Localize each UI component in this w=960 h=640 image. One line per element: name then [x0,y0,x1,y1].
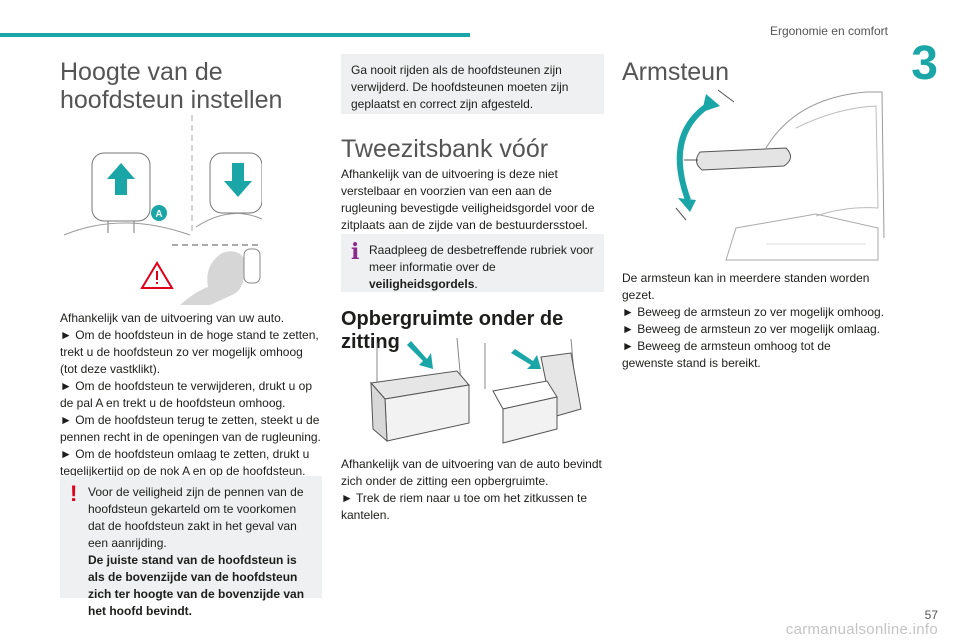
range-marker-bottom [675,207,687,221]
watermark: carmanualsonline.info [785,621,938,638]
up-arrow-icon [107,163,135,195]
seat-back-outline [765,91,885,239]
headrest-step-1: ► Om de hoofdsteun in de hoge stand te z… [60,328,319,376]
header-accent-bar [0,33,470,37]
headrest-step-2: ► Om de hoofdsteun te verwijderen, drukt… [60,379,313,410]
seat-left-side [370,381,388,443]
info-icon: i [351,239,360,265]
seatbelt-info-period: . [474,277,478,291]
armrest-body [696,147,791,171]
warning-exclamation-icon: ! [70,481,78,506]
headrest-step-3: ► Om de hoofdsteun terug te zetten, stee… [60,413,321,444]
seatbelt-info-prefix: Raadpleeg de desbetreffende rubriek voor… [369,243,594,274]
headrest-intro: Afhankelijk van de uitvoering van uw aut… [60,311,285,325]
storage-intro: Afhankelijk van de uitvoering van de aut… [341,457,602,488]
lift-arrow-icon [511,349,541,369]
armrest-step-2: ► Beweeg de armsteun zo ver mogelijk oml… [622,322,880,336]
seatbelt-info-link: veiligheidsgordels [369,277,475,291]
seat-back-panel [795,105,879,217]
seatback-left [63,222,191,236]
headrest-title: Hoogte van de hoofdsteun instellen [60,58,283,114]
bench-title: Tweezitsbank vóór [341,135,549,163]
headrest-warning-text: Voor de veiligheid zijn de pennen van de… [88,485,304,550]
page-number: 57 [924,608,938,622]
warning-triangle-bar [156,271,158,280]
headrest-warning-bold: De juiste stand van de hoofdsteun is als… [88,553,305,618]
rotation-arc-head-bottom [678,198,696,212]
pull-arrow-icon [407,341,433,369]
storage-title: Opbergruimte onder de zitting [341,308,564,353]
rotation-arc-head-top [702,94,720,112]
armrest-figure [675,89,885,261]
seatbelt-info-box: i Raadpleeg de desbetreffende rubriek vo… [341,234,604,292]
head-silhouette [180,251,246,305]
range-marker-top [717,89,735,103]
armrest-step-3: ► Beweeg de armsteun omhoog tot de gewen… [622,339,831,370]
armrest-intro: De armsteun kan in meerdere standen word… [622,271,870,302]
headrest-step-4: ► Om de hoofdsteun omlaag te zetten, dru… [60,447,310,478]
seat-right-base [502,396,558,444]
label-a-text: A [155,209,162,220]
seat-cushion-outline [725,213,879,261]
seatbelt-info-text: Raadpleeg de desbetreffende rubriek voor… [369,242,594,293]
headrest-warning-box: ! Voor de veiligheid zijn de pennen van … [60,476,322,618]
headrest-figure: A [63,115,262,305]
head-headrest [243,248,261,284]
armrest-title: Armsteun [622,58,729,86]
rotation-arc-arrow-icon [676,101,712,202]
label-a-badge [151,205,167,221]
down-arrow-icon [224,163,252,197]
bench-text: Afhankelijk van de uitvoering is deze ni… [341,167,595,232]
chapter-number: 3 [911,37,938,90]
headrest-driving-warning-text: Ga nooit rijden als de hoofdsteunen zijn… [351,63,569,111]
seatback-right [195,213,262,228]
storage-figure [370,337,582,444]
storage-step: ► Trek de riem naar u toe om het zitkuss… [341,491,587,522]
headrest-driving-warning: Ga nooit rijden als de hoofdsteunen zijn… [341,54,604,114]
warning-triangle-dot [156,282,158,284]
section-title: Ergonomie en comfort [769,24,888,38]
armrest-step-1: ► Beweeg de armsteun zo ver mogelijk omh… [622,305,885,319]
